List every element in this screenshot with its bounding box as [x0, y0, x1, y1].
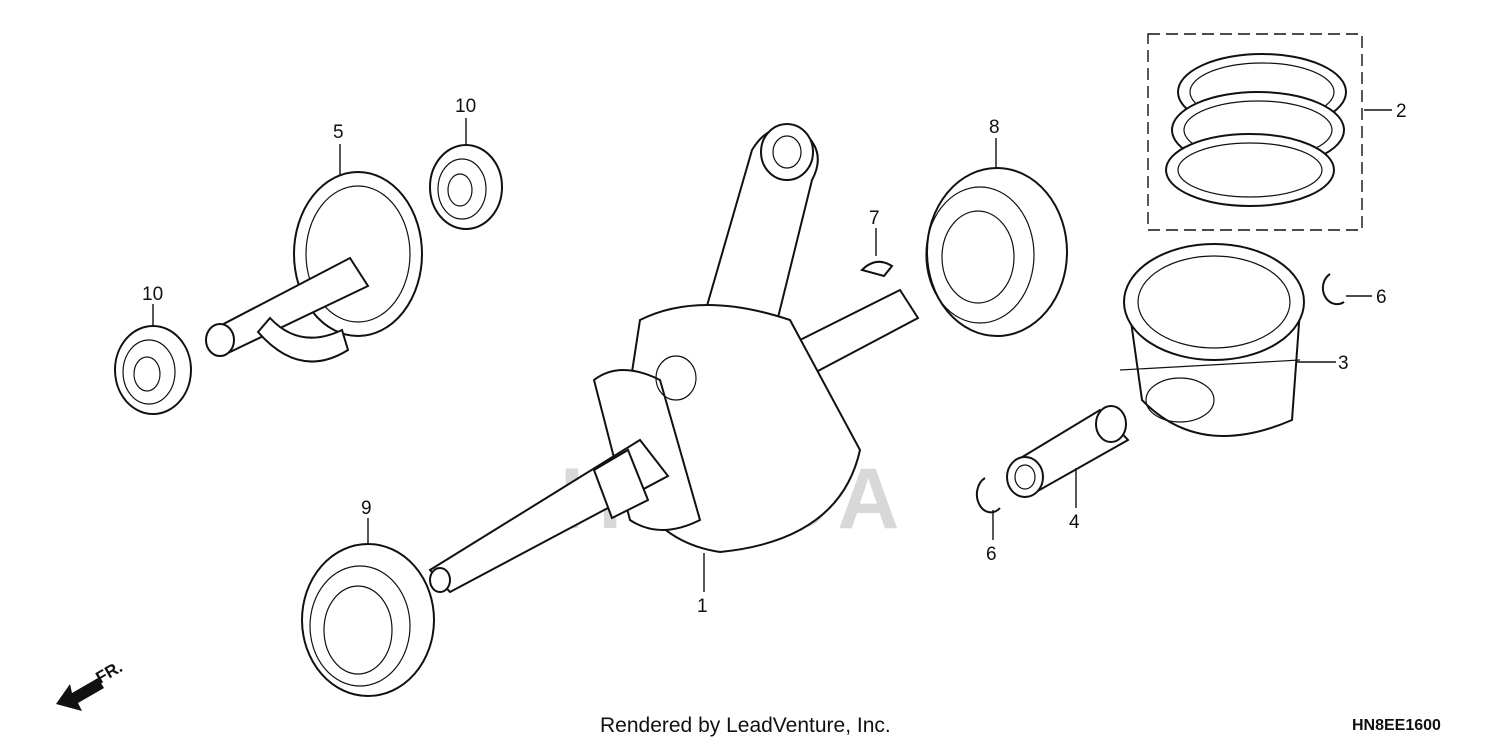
bearing-lower	[114, 325, 192, 415]
piston-pin-clip-lower	[975, 477, 1001, 514]
bearing-upper	[429, 144, 503, 230]
oil-seal	[301, 543, 435, 697]
callout-9: 9	[361, 498, 372, 519]
render-credit: Rendered by LeadVenture, Inc.	[600, 714, 891, 737]
callout-4: 4	[1069, 512, 1080, 533]
piston-pin	[1006, 405, 1130, 498]
balancer-shaft	[205, 171, 423, 363]
piston-pin-clip-upper	[1321, 273, 1345, 306]
piston-ring-set	[1147, 33, 1363, 231]
callout-2: 2	[1396, 101, 1407, 122]
front-direction-arrow: FR.	[56, 657, 126, 711]
diagram-code: HN8EE1600	[1352, 717, 1441, 734]
callout-7: 7	[869, 208, 880, 229]
callout-6-upper: 6	[1376, 287, 1387, 308]
woodruff-key	[860, 260, 894, 278]
callout-8: 8	[989, 117, 1000, 138]
crankshaft	[428, 123, 920, 594]
bearing-right	[925, 167, 1068, 337]
callout-1: 1	[697, 596, 708, 617]
callout-6-lower: 6	[986, 544, 997, 565]
callout-10-lower: 10	[142, 284, 163, 305]
leader-lines	[152, 109, 1392, 592]
callout-10-upper: 10	[455, 96, 476, 117]
callout-5: 5	[333, 122, 344, 143]
callout-3: 3	[1338, 353, 1349, 374]
piston	[1119, 243, 1305, 437]
